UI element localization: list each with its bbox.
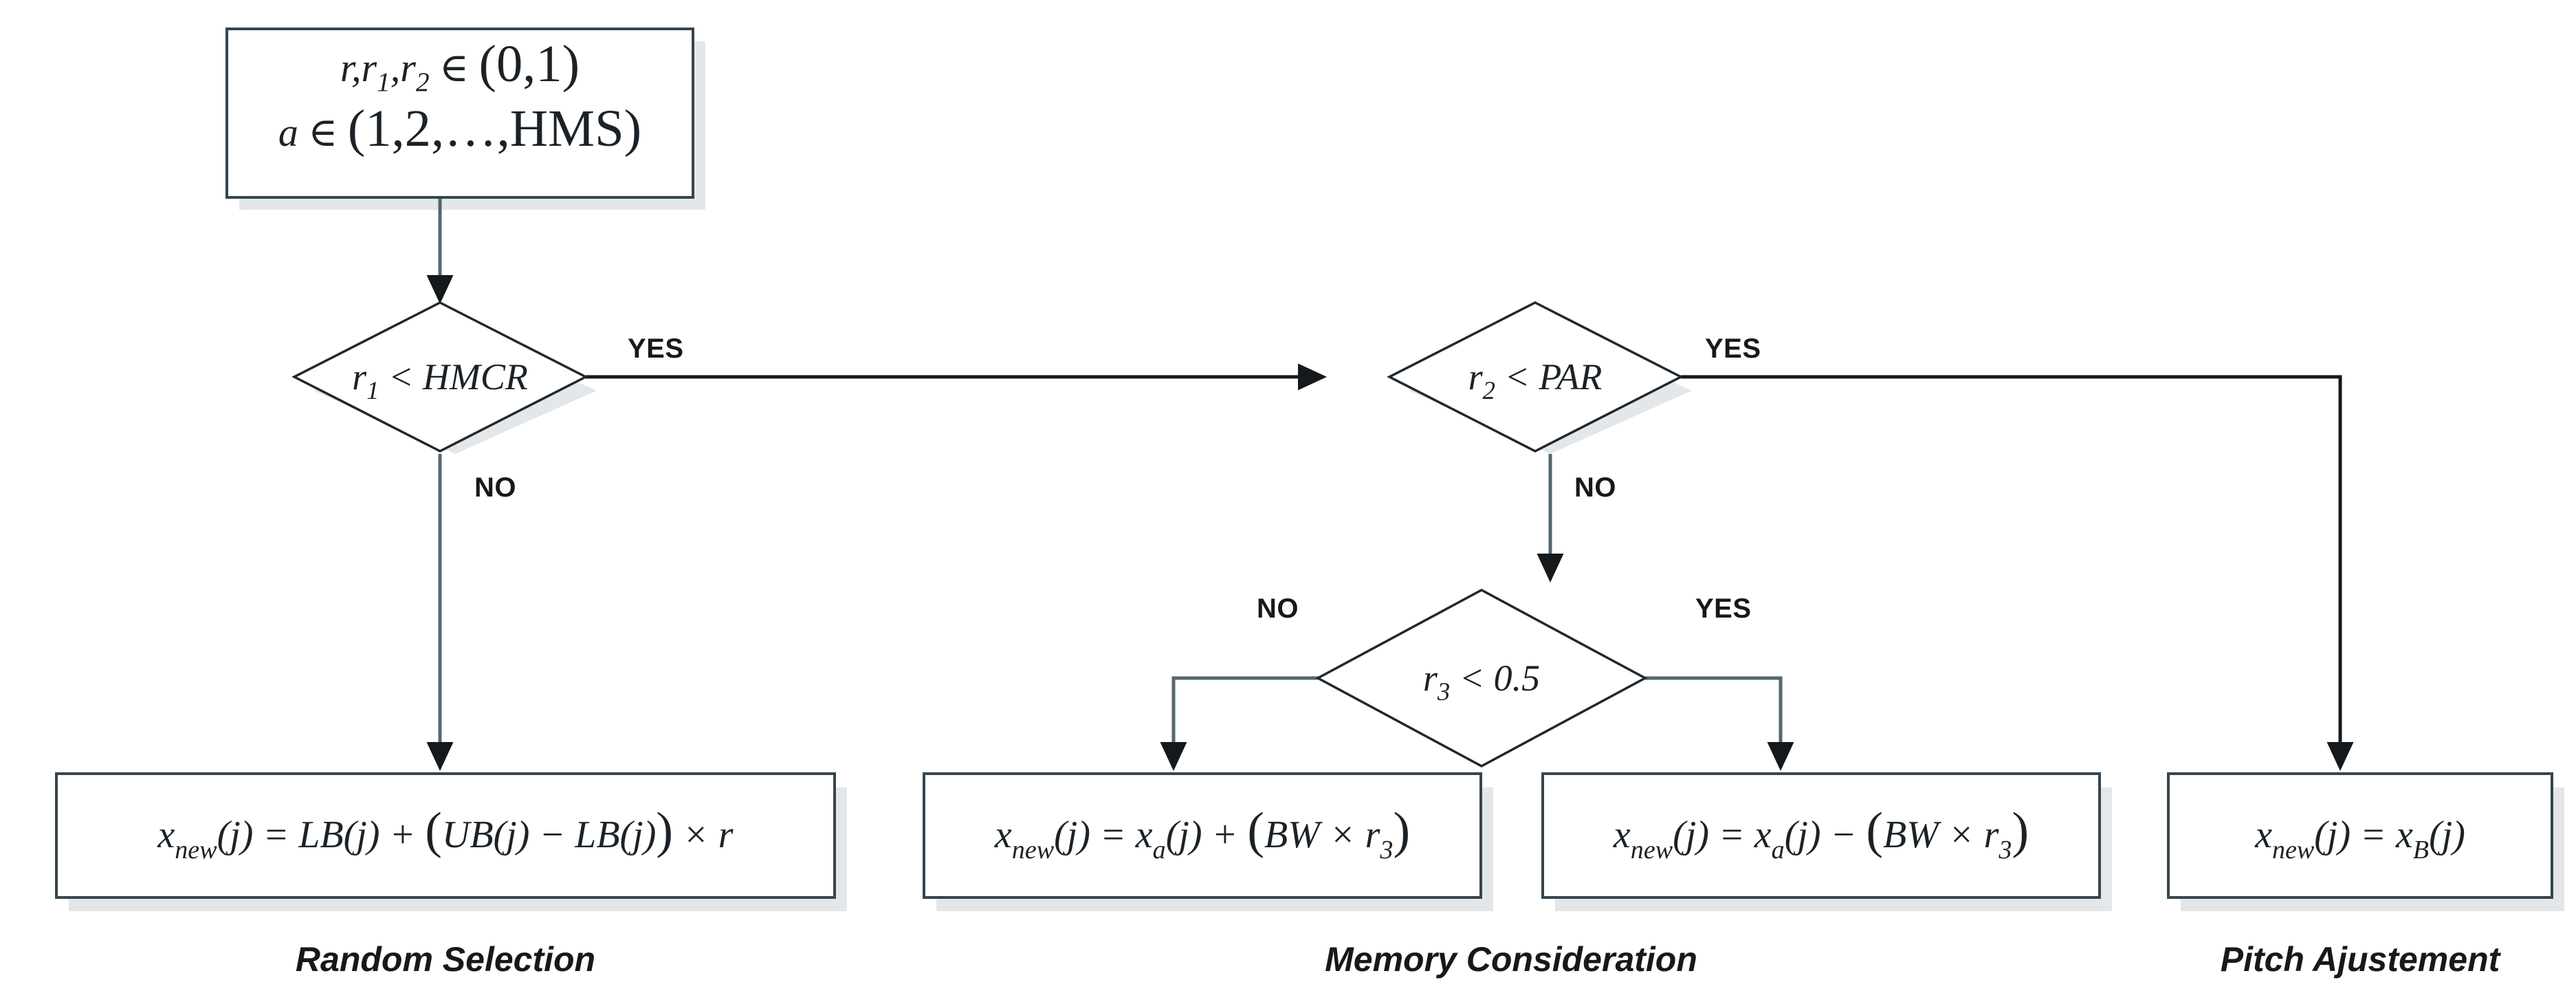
caption-random-selection: Random Selection	[296, 940, 595, 979]
result-box-4[interactable]	[2167, 772, 2553, 899]
result-box-2[interactable]	[923, 772, 1482, 899]
decision-1-label: r1 < HMCR	[352, 356, 528, 404]
edge-label-decision2-yes: YES	[1705, 334, 1761, 364]
edge-decision3-yes-to-result3	[1645, 676, 1794, 771]
decision-3-label: r3 < 0.5	[1423, 657, 1540, 706]
edge-label-decision1-no: NO	[474, 472, 516, 503]
caption-memory-consideration: Memory Consideration	[1325, 940, 1697, 979]
caption-pitch-ajustement: Pitch Ajustement	[2221, 940, 2502, 979]
edge-label-decision1-yes: YES	[628, 334, 684, 364]
result-box-1-formula: xnew(j) = LB(j) + (UB(j) − LB(j)) × r	[157, 802, 733, 864]
result-box-3[interactable]	[1541, 772, 2101, 899]
edge-label-decision3-no: NO	[1257, 593, 1299, 624]
result-box-3-formula: xnew(j) = xa(j) − (BW × r3)	[1613, 802, 2029, 864]
result-box-2-formula: xnew(j) = xa(j) + (BW × r3)	[994, 802, 1410, 864]
result-box-1[interactable]	[55, 772, 836, 899]
decision-2-diamond[interactable]	[1387, 301, 1684, 453]
edge-label-decision3-yes: YES	[1695, 593, 1752, 624]
edge-label-decision2-no: NO	[1574, 472, 1616, 503]
decision-2-label: r2 < PAR	[1468, 356, 1603, 404]
start-box-line-2: a ∈ (1,2,…,HMS)	[278, 99, 641, 157]
start-box-line-1: r,r1,r2 ∈ (0,1)	[340, 34, 580, 97]
edge-decision2-yes-to-result4	[1681, 375, 2354, 771]
decision-1-diamond[interactable]	[291, 301, 588, 453]
start-box[interactable]	[225, 28, 694, 199]
result-box-4-formula: xnew(j) = xB(j)	[2254, 814, 2465, 864]
decision-3-diamond[interactable]	[1315, 589, 1648, 767]
edge-decision3-no-to-result2	[1160, 676, 1345, 771]
